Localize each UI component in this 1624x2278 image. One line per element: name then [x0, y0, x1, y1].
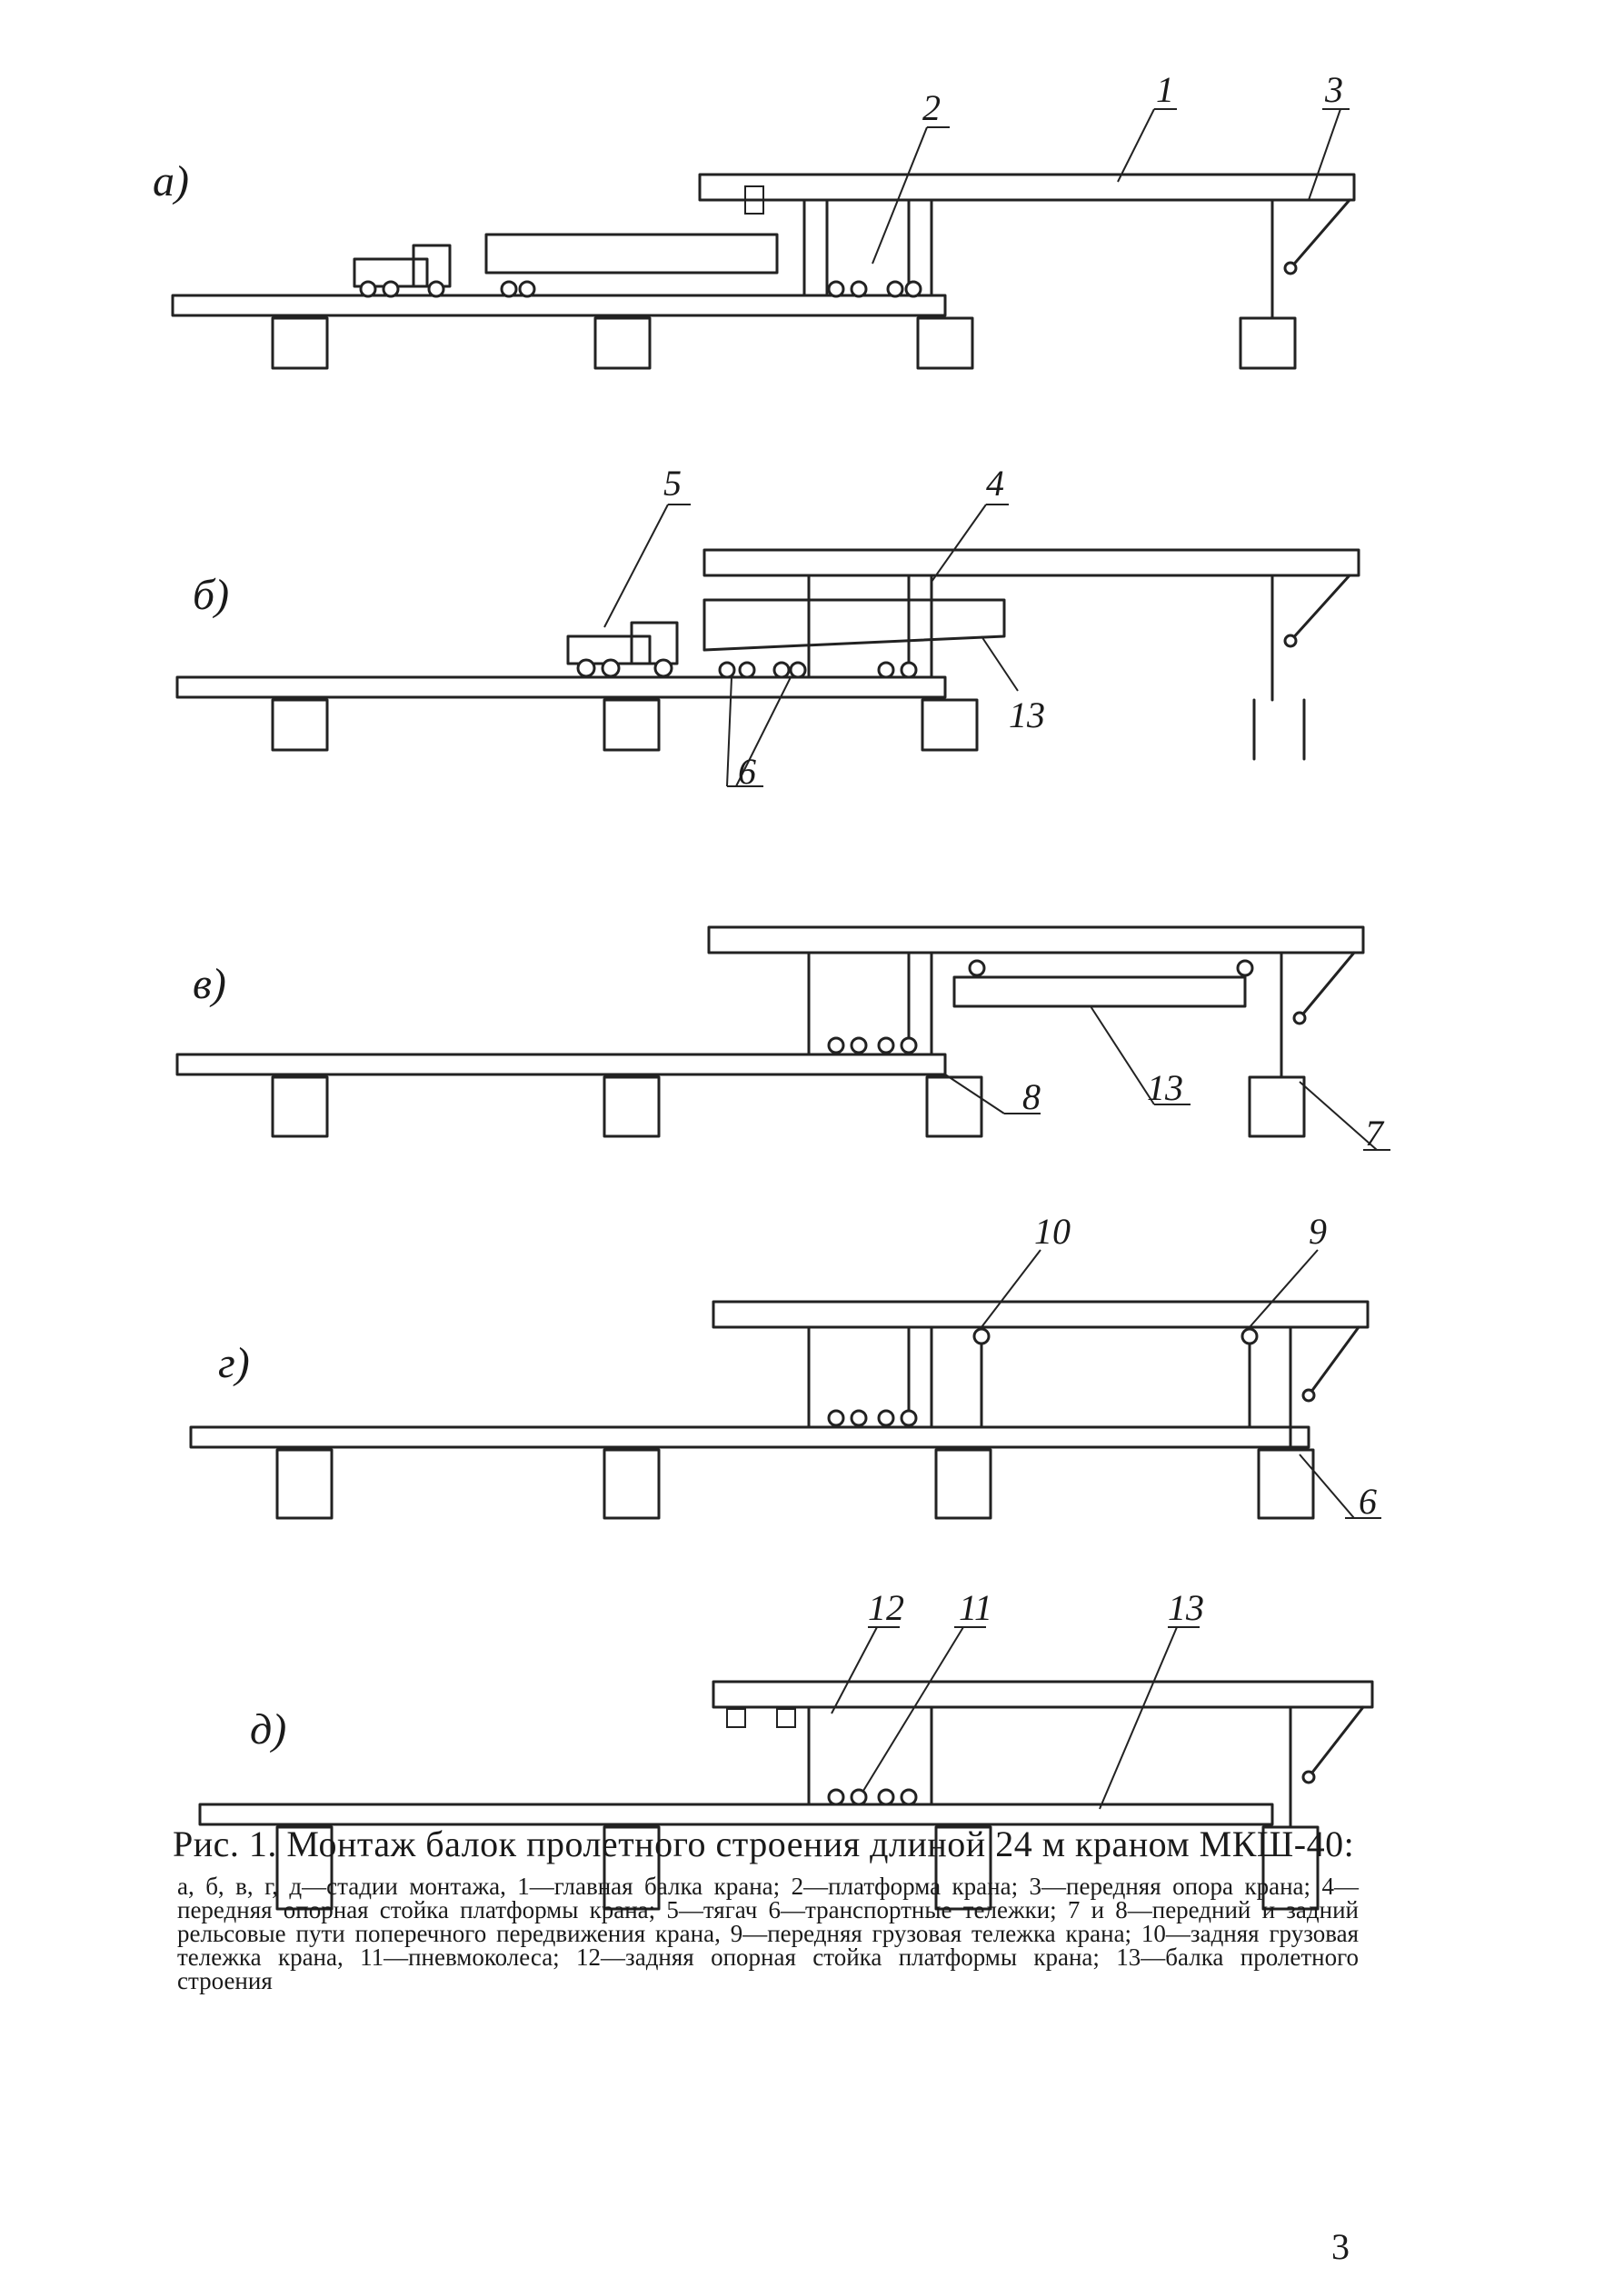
label-12: 12: [868, 1587, 904, 1628]
label-4: 4: [986, 463, 1004, 504]
label-7: 7: [1365, 1113, 1385, 1154]
page-number: 3: [1331, 2226, 1350, 2267]
label-5: 5: [663, 463, 682, 504]
label-6-g: 6: [1359, 1481, 1377, 1522]
figure-caption-body: а, б, в, г, д—стадии монтажа, 1—главная …: [177, 1873, 1359, 1994]
stage-v: в) 8 13 7: [175, 925, 1390, 1154]
label-1: 1: [1156, 69, 1174, 110]
label-11: 11: [959, 1587, 992, 1628]
stage-g-letter: г): [218, 1339, 250, 1387]
stage-d-letter: д): [250, 1705, 286, 1753]
stage-a-letter: а): [153, 157, 189, 205]
stage-v-letter: в): [193, 960, 226, 1008]
stage-b-letter: б): [193, 571, 229, 619]
stage-a: а) 2 1: [153, 69, 1356, 370]
label-3: 3: [1324, 69, 1343, 110]
label-10: 10: [1034, 1211, 1071, 1252]
label-13-b: 13: [1009, 694, 1045, 735]
label-13-d: 13: [1168, 1587, 1204, 1628]
stage-b: б) 5 4 13: [175, 463, 1360, 792]
label-9: 9: [1309, 1211, 1327, 1252]
label-2: 2: [922, 87, 941, 128]
figure-caption-title: Рис. 1. Монтаж балок пролетного строения…: [173, 1823, 1355, 1864]
stage-d: д) 12 11 13: [198, 1587, 1374, 1911]
label-8: 8: [1022, 1076, 1041, 1117]
stage-g: г) 10 9 6: [189, 1211, 1381, 1522]
label-13-v: 13: [1147, 1067, 1183, 1108]
label-6-b: 6: [738, 751, 756, 792]
